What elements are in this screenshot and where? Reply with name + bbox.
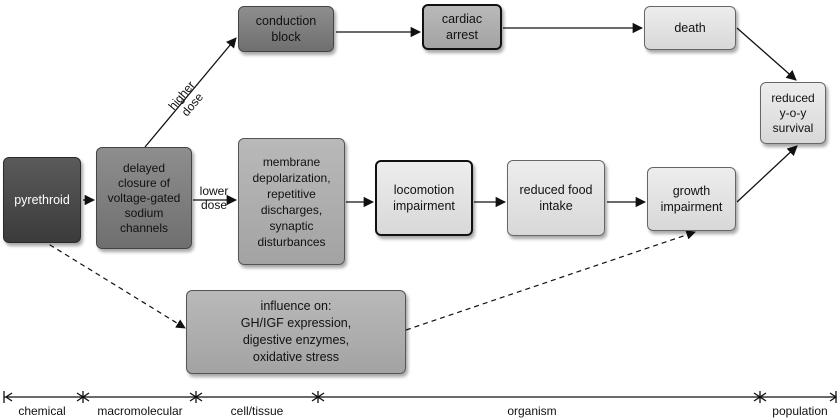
sodium-channels-label: delayed closure of voltage-gated sodium … (107, 160, 181, 235)
scale-label-macromolecular: macromolecular (97, 404, 183, 418)
arrow-channels-higher-dose (144, 37, 237, 148)
reduced-survival-label: reduced y-o-y survival (771, 90, 815, 135)
scale-label-cell-tissue: cell/tissue (230, 404, 284, 418)
sodium-channels-node: delayed closure of voltage-gated sodium … (96, 147, 192, 249)
lower-dose-label: lower dose (199, 184, 229, 212)
death-label: death (674, 21, 706, 35)
dashed-arrow-pyrethroid-to-influence (41, 239, 186, 329)
scale-label-chemical: chemical (18, 404, 66, 418)
reduced-survival-node: reduced y-o-y survival (760, 82, 826, 144)
reduced-food-label: reduced food intake (519, 183, 593, 213)
dashed-arrow-influence-to-growth (405, 230, 696, 331)
scale-axis (3, 391, 838, 403)
scale-label-organism: organism (507, 404, 557, 418)
cardiac-arrest-label: cardiac arrest (441, 12, 483, 42)
locomotion-node: locomotion impairment (375, 160, 473, 236)
membrane-label: membrane depolarization, repetitive disc… (252, 154, 331, 249)
reduced-food-node: reduced food intake (507, 160, 605, 236)
pyrethroid-label: pyrethroid (14, 193, 70, 207)
arrow-growth-to-survival (736, 145, 798, 203)
influence-node: influence on: GH/IGF expression, digesti… (186, 290, 406, 374)
locomotion-label: locomotion impairment (393, 183, 455, 213)
conduction-block-label: conduction block (255, 14, 317, 44)
membrane-node: membrane depolarization, repetitive disc… (238, 138, 345, 265)
cardiac-arrest-node: cardiac arrest (422, 4, 502, 50)
growth-label: growth impairment (660, 184, 723, 214)
conduction-block-node: conduction block (238, 6, 334, 52)
pyrethroid-node: pyrethroid (3, 157, 81, 243)
influence-label: influence on: GH/IGF expression, digesti… (240, 299, 352, 364)
growth-node: growth impairment (647, 167, 736, 231)
death-node: death (644, 6, 736, 50)
scale-label-population: population (772, 404, 828, 418)
arrow-death-to-survival (736, 27, 797, 81)
